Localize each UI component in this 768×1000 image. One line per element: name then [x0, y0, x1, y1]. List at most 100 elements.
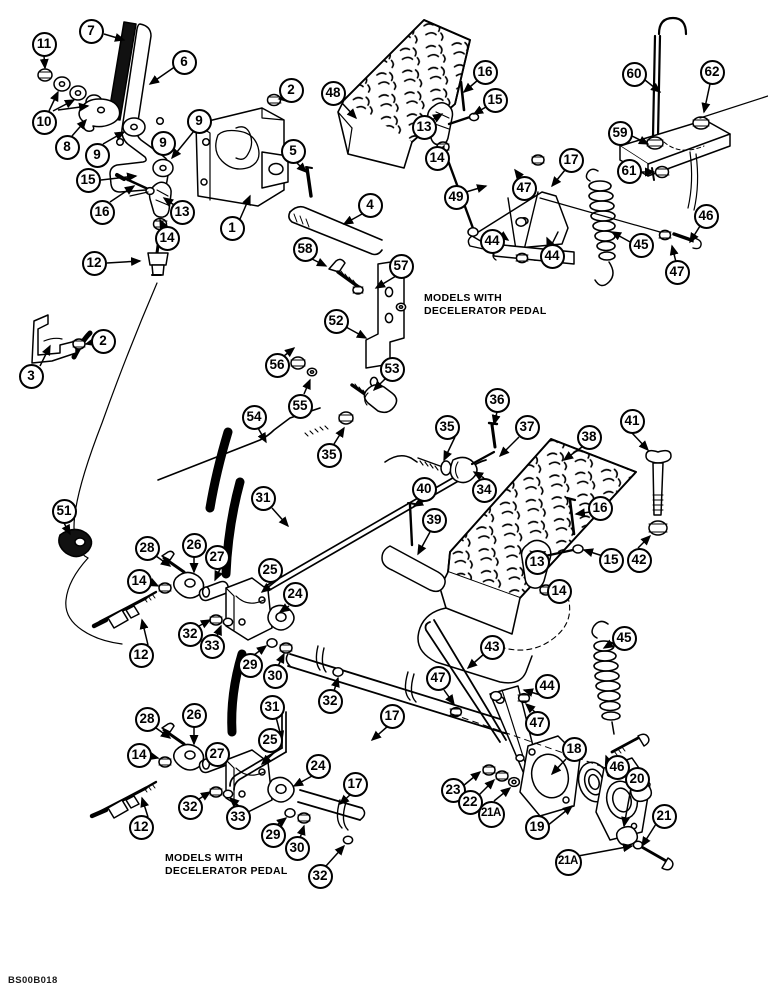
callout-8[interactable]: 8 — [54, 134, 80, 160]
callout-61[interactable]: 61 — [616, 158, 642, 184]
callout-51[interactable]: 51 — [51, 498, 77, 524]
callout-9[interactable]: 9 — [150, 130, 176, 156]
callout-13[interactable]: 13 — [524, 549, 550, 575]
callout-47[interactable]: 47 — [524, 710, 550, 736]
note-decelerator-upper-line-1: MODELS WITH — [424, 292, 502, 304]
callout-12[interactable]: 12 — [128, 814, 154, 840]
callout-49[interactable]: 49 — [443, 184, 469, 210]
callout-12[interactable]: 12 — [81, 250, 107, 276]
callout-30[interactable]: 30 — [262, 663, 288, 689]
callout-37[interactable]: 37 — [514, 414, 540, 440]
callout-44[interactable]: 44 — [479, 228, 505, 254]
callout-39[interactable]: 39 — [421, 507, 447, 533]
callout-60[interactable]: 60 — [621, 61, 647, 87]
callout-31[interactable]: 31 — [250, 485, 276, 511]
callout-54[interactable]: 54 — [241, 404, 267, 430]
callout-32[interactable]: 32 — [307, 863, 333, 889]
callout-13[interactable]: 13 — [169, 199, 195, 225]
callout-40[interactable]: 40 — [411, 476, 437, 502]
callout-10[interactable]: 10 — [31, 109, 57, 135]
callout-30[interactable]: 30 — [284, 835, 310, 861]
callout-33[interactable]: 33 — [225, 804, 251, 830]
callout-47[interactable]: 47 — [511, 175, 537, 201]
callout-52[interactable]: 52 — [323, 308, 349, 334]
callout-16[interactable]: 16 — [89, 199, 115, 225]
callout-44[interactable]: 44 — [539, 243, 565, 269]
callout-15[interactable]: 15 — [75, 167, 101, 193]
callout-21A[interactable]: 21A — [477, 800, 505, 828]
callout-28[interactable]: 28 — [134, 535, 160, 561]
callout-25[interactable]: 25 — [257, 557, 283, 583]
callout-55[interactable]: 55 — [287, 393, 313, 419]
callout-1[interactable]: 1 — [219, 215, 245, 241]
callout-17[interactable]: 17 — [379, 703, 405, 729]
callout-2[interactable]: 2 — [278, 77, 304, 103]
callout-48[interactable]: 48 — [320, 80, 346, 106]
callout-56[interactable]: 56 — [264, 352, 290, 378]
callout-29[interactable]: 29 — [260, 822, 286, 848]
callout-9[interactable]: 9 — [186, 108, 212, 134]
callout-47[interactable]: 47 — [425, 665, 451, 691]
callout-47[interactable]: 47 — [664, 259, 690, 285]
callout-42[interactable]: 42 — [626, 547, 652, 573]
callout-33[interactable]: 33 — [199, 633, 225, 659]
note-decelerator-lower-line-2: DECELERATOR PEDAL — [165, 865, 288, 877]
callout-14[interactable]: 14 — [154, 225, 180, 251]
callout-62[interactable]: 62 — [699, 59, 725, 85]
callout-53[interactable]: 53 — [379, 356, 405, 382]
callout-35[interactable]: 35 — [316, 442, 342, 468]
callout-27[interactable]: 27 — [204, 741, 230, 767]
callout-7[interactable]: 7 — [78, 18, 104, 44]
callout-27[interactable]: 27 — [204, 544, 230, 570]
callout-13[interactable]: 13 — [411, 114, 437, 140]
callout-32[interactable]: 32 — [317, 688, 343, 714]
callout-36[interactable]: 36 — [484, 387, 510, 413]
callout-59[interactable]: 59 — [607, 120, 633, 146]
callout-2[interactable]: 2 — [90, 328, 116, 354]
callout-24[interactable]: 24 — [282, 581, 308, 607]
callout-26[interactable]: 26 — [181, 532, 207, 558]
callout-21[interactable]: 21 — [651, 803, 677, 829]
callout-14[interactable]: 14 — [126, 568, 152, 594]
callout-46[interactable]: 46 — [693, 203, 719, 229]
callout-15[interactable]: 15 — [598, 547, 624, 573]
callout-5[interactable]: 5 — [280, 138, 306, 164]
callout-31[interactable]: 31 — [259, 694, 285, 720]
callout-28[interactable]: 28 — [134, 706, 160, 732]
callout-19[interactable]: 19 — [524, 814, 550, 840]
callout-24[interactable]: 24 — [305, 753, 331, 779]
callout-35[interactable]: 35 — [434, 414, 460, 440]
callout-45[interactable]: 45 — [628, 232, 654, 258]
callout-9[interactable]: 9 — [84, 142, 110, 168]
callout-6[interactable]: 6 — [171, 49, 197, 75]
callout-32[interactable]: 32 — [177, 794, 203, 820]
callout-15[interactable]: 15 — [482, 87, 508, 113]
callout-17[interactable]: 17 — [558, 147, 584, 173]
callout-3[interactable]: 3 — [18, 363, 44, 389]
callout-41[interactable]: 41 — [619, 408, 645, 434]
callout-43[interactable]: 43 — [479, 634, 505, 660]
callout-57[interactable]: 57 — [388, 253, 414, 279]
callout-20[interactable]: 20 — [624, 766, 650, 792]
callout-17[interactable]: 17 — [342, 771, 368, 797]
callout-16[interactable]: 16 — [587, 495, 613, 521]
callout-14[interactable]: 14 — [126, 742, 152, 768]
callout-26[interactable]: 26 — [181, 702, 207, 728]
callout-25[interactable]: 25 — [257, 727, 283, 753]
callout-45[interactable]: 45 — [611, 625, 637, 651]
callout-38[interactable]: 38 — [576, 424, 602, 450]
callout-14[interactable]: 14 — [424, 145, 450, 171]
callout-4[interactable]: 4 — [357, 192, 383, 218]
callout-14[interactable]: 14 — [546, 578, 572, 604]
callout-21A[interactable]: 21A — [554, 848, 582, 876]
callout-34[interactable]: 34 — [471, 477, 497, 503]
callout-44[interactable]: 44 — [534, 673, 560, 699]
callout-29[interactable]: 29 — [237, 652, 263, 678]
callout-11[interactable]: 11 — [31, 31, 57, 57]
callout-18[interactable]: 18 — [561, 736, 587, 762]
callout-32[interactable]: 32 — [177, 621, 203, 647]
note-decelerator-upper-line-2: DECELERATOR PEDAL — [424, 305, 547, 317]
callout-16[interactable]: 16 — [472, 59, 498, 85]
callout-58[interactable]: 58 — [292, 236, 318, 262]
callout-12[interactable]: 12 — [128, 642, 154, 668]
